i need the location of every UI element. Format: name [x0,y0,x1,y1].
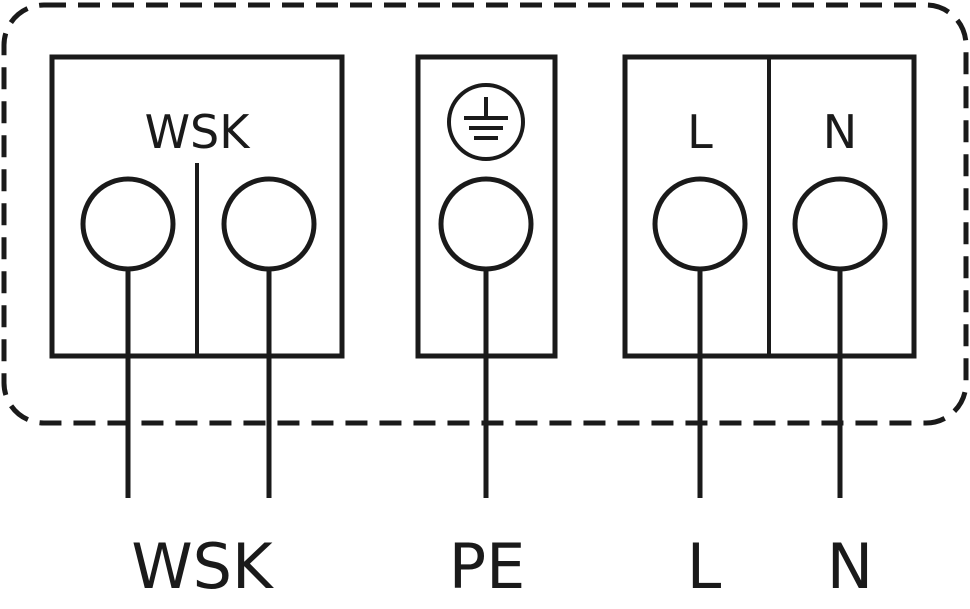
terminal-block-power: L N [622,54,917,359]
terminal-screw-wsk-1 [80,176,176,272]
terminal-screw-l [652,176,748,272]
earth-ground-icon [447,83,525,161]
wire-label-l: L [687,530,722,603]
terminal-block-wsk: WSK [49,54,345,359]
terminal-screw-n [792,176,888,272]
terminal-screw-wsk-2 [221,176,317,272]
wire-label-pe: PE [449,530,526,603]
wire-label-wsk: WSK [131,530,274,603]
terminal-label-l: L [687,105,713,159]
terminal-label-wsk: WSK [145,105,252,159]
terminal-screw-pe [438,176,534,272]
wire-label-n: N [827,530,873,603]
terminal-label-n: N [823,105,857,159]
